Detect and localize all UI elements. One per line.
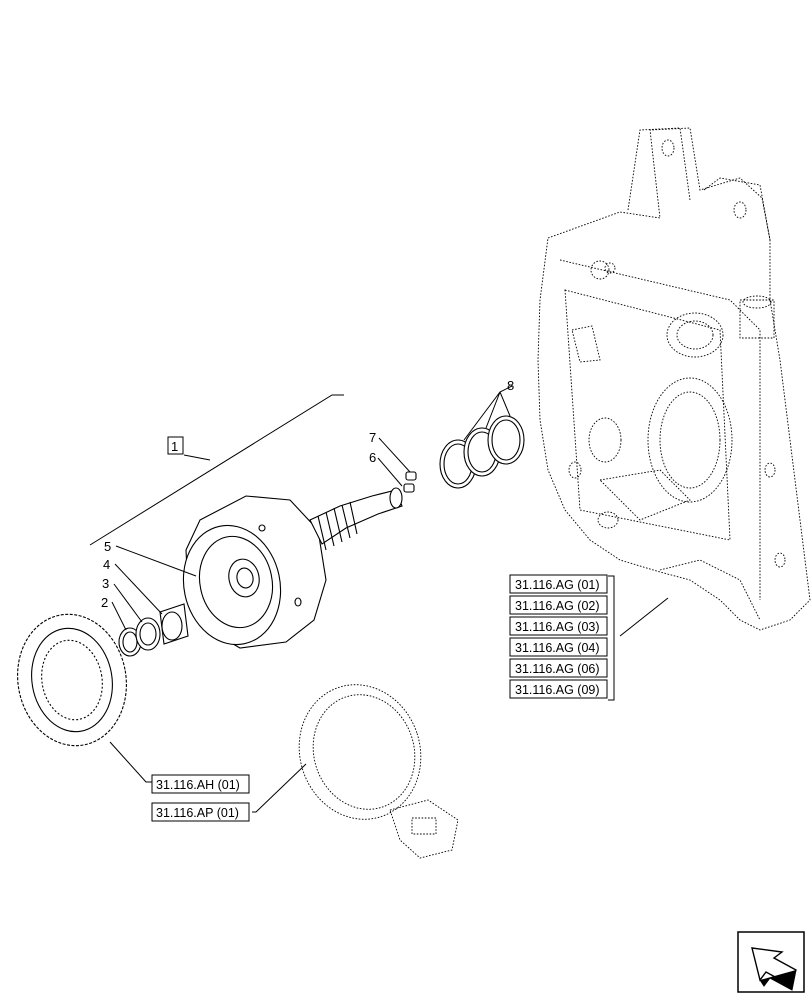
- clutch-disc-pack: [17, 613, 127, 747]
- clutch-reference: 31.116.AH (01): [151, 774, 250, 794]
- seal-rings-8: [439, 415, 525, 489]
- ref-box: [509, 574, 608, 594]
- item-5-label: 5: [104, 539, 111, 554]
- ref-label[interactable]: 31.116.AG (04): [515, 641, 600, 655]
- brake-band: [298, 684, 459, 859]
- item-1-label: 1: [171, 439, 178, 454]
- ref-box: [509, 616, 608, 636]
- band-ref-label[interactable]: 31.116.AP (01): [156, 806, 239, 820]
- ref-label[interactable]: 31.116.AG (02): [515, 599, 600, 613]
- clutch-ref-label[interactable]: 31.116.AH (01): [156, 778, 240, 792]
- item-callouts: 1 2 3 4 5 6 7 8: [101, 378, 514, 610]
- bearing-4: [159, 603, 189, 645]
- item-8-label: 8: [507, 378, 514, 393]
- item-6-label: 6: [369, 450, 376, 465]
- band-ref-box: [151, 802, 250, 822]
- pins-6-7: [403, 471, 417, 493]
- item-3-label: 3: [102, 576, 109, 591]
- item-7-label: 7: [369, 430, 376, 445]
- ref-box: [509, 595, 608, 615]
- band-reference: 31.116.AP (01): [151, 802, 250, 822]
- clutch-drum: [182, 495, 327, 649]
- washer-3: [135, 617, 161, 651]
- ref-label[interactable]: 31.116.AG (03): [515, 620, 600, 634]
- item-1-box: [167, 436, 184, 455]
- transmission-housing: [537, 127, 811, 631]
- ref-label[interactable]: 31.116.AG (01): [515, 578, 600, 592]
- ref-label[interactable]: 31.116.AG (06): [515, 662, 600, 676]
- item-2-label: 2: [101, 595, 108, 610]
- leader-lines: [89, 385, 669, 813]
- ref-label[interactable]: 31.116.AG (09): [515, 683, 600, 697]
- drive-shaft: [309, 487, 403, 551]
- clutch-ref-box: [151, 774, 250, 794]
- arrow-back-icon[interactable]: [737, 931, 805, 993]
- item-4-label: 4: [103, 557, 110, 572]
- ref-box: [509, 679, 608, 699]
- ref-box: [509, 658, 608, 678]
- housing-reference-list: 31.116.AG (01) 31.116.AG (02) 31.116.AG …: [509, 574, 608, 699]
- ref-box: [509, 637, 608, 657]
